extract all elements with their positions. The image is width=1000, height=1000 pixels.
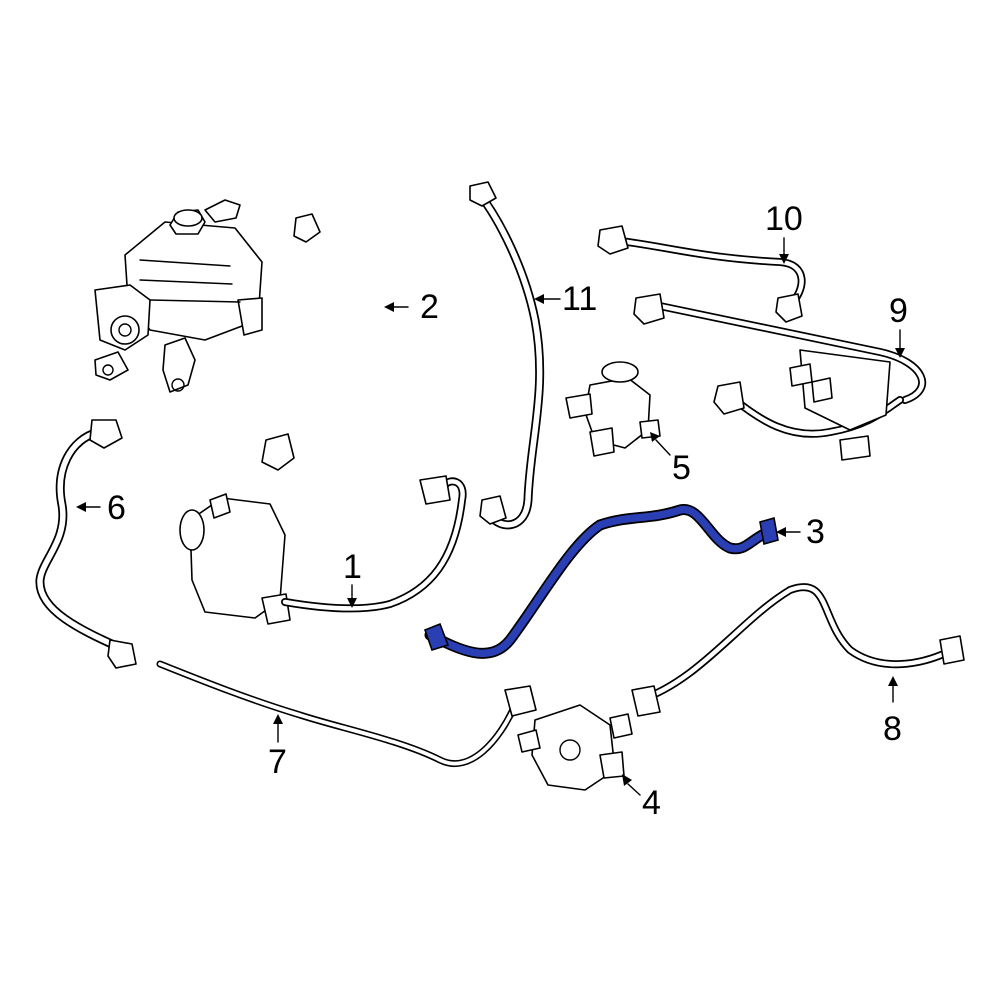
hose-part-11 [469, 181, 545, 530]
pipe-part-10 [597, 225, 806, 323]
callout-leaders [76, 237, 905, 796]
pipe-assembly-part-9 [633, 293, 927, 461]
callout-1: 1 [343, 548, 362, 586]
callout-3: 3 [806, 513, 825, 551]
pipe-part-7 [156, 660, 537, 768]
engine-assembly [94, 199, 263, 393]
valve-part-5 [565, 361, 661, 457]
hose-part-6 [35, 419, 137, 669]
callout-6: 6 [107, 489, 126, 527]
hose-part-3-highlighted [423, 504, 779, 659]
callout-2: 2 [420, 288, 439, 326]
callout-4: 4 [642, 784, 661, 822]
callout-10: 10 [765, 200, 803, 238]
pump-part-4 [517, 704, 633, 791]
callout-5: 5 [672, 449, 691, 487]
pump-part-1 [179, 475, 467, 625]
callout-9: 9 [889, 292, 908, 330]
callout-7: 7 [268, 743, 287, 781]
hose-part-8 [631, 583, 965, 717]
hose-part-2 [261, 213, 387, 471]
callout-11: 11 [562, 280, 597, 318]
callout-8: 8 [883, 710, 902, 748]
